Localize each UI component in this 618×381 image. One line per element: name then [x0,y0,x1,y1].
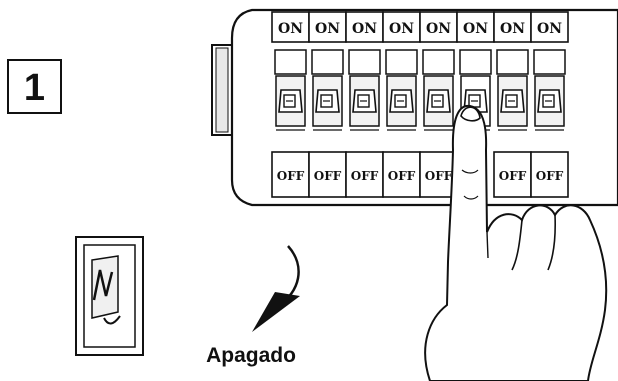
on-label: ON [463,21,488,37]
caption-label: Apagado [206,344,296,367]
breaker-switch: ON OFF [419,11,458,198]
breaker-lever [422,49,455,131]
breaker-switch: ON OFF [308,11,347,198]
on-label: ON [426,21,451,37]
off-label: OFF [536,169,564,183]
step-number-box: 1 [7,59,62,114]
step-number: 1 [24,67,45,109]
breaker-switch: ON OFF [530,11,569,198]
breaker-lever [385,49,418,131]
rocker-switch-icon [75,236,144,356]
on-label: ON [537,21,562,37]
breaker-switch: ON OFF [345,11,384,198]
breaker-panel: ON OFF ON OFF ON OFF ON OFF ON OFF ON ON OFF ON OFF [211,8,618,207]
breaker-lever [533,49,566,131]
on-label: ON [352,21,377,37]
breaker-lever [311,49,344,131]
breaker-switch: ON [456,11,495,131]
breaker-lever [348,49,381,131]
off-label: OFF [425,169,453,183]
breaker-lever [274,49,307,131]
breaker-lever [496,49,529,131]
breaker-switches: ON OFF ON OFF ON OFF ON OFF ON OFF ON ON OFF ON OFF [271,11,569,198]
on-label: ON [278,21,303,37]
off-label: OFF [388,169,416,183]
on-label: ON [389,21,414,37]
off-label: OFF [499,169,527,183]
off-label: OFF [351,169,379,183]
on-label: ON [500,21,525,37]
pointing-hand-icon [424,104,608,381]
curved-arrow-icon [252,245,300,332]
off-label: OFF [277,169,305,183]
breaker-switch: ON OFF [382,11,421,198]
breaker-switch: ON OFF [271,11,310,198]
breaker-switch: ON OFF [493,11,532,198]
off-label: OFF [314,169,342,183]
on-label: ON [315,21,340,37]
